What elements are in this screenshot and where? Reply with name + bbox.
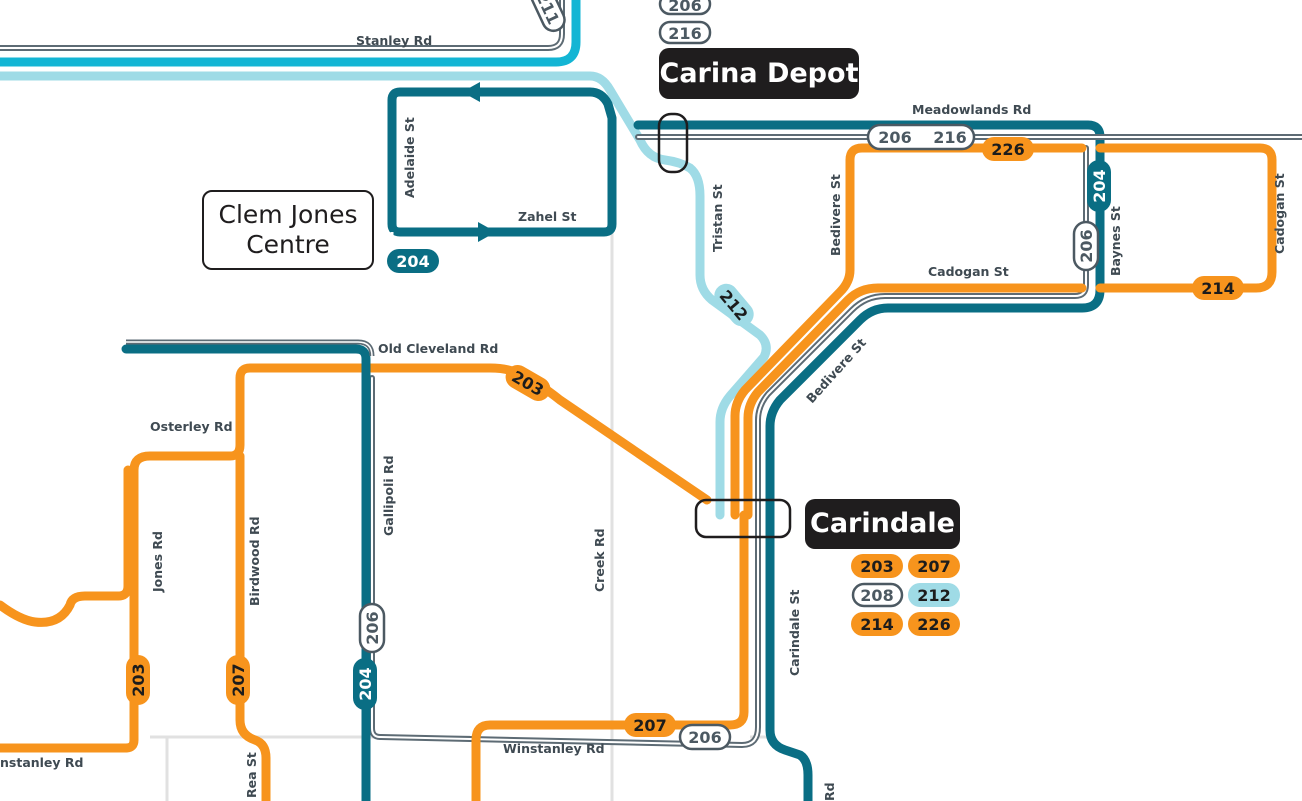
clem-jones-line2: Centre [246, 230, 330, 259]
badge-206-gallipoli [358, 602, 386, 654]
badge-carindale-214 [851, 612, 903, 636]
badge-206-baynes [1072, 220, 1100, 272]
street-winstanley-rd-west: nstanley Rd [0, 755, 83, 770]
badge-203-jones [126, 655, 150, 705]
svg-text:204: 204 [396, 252, 429, 271]
svg-text:208: 208 [860, 586, 893, 605]
badge-204-gallipoli [353, 658, 377, 710]
badge-204-clem [387, 249, 439, 273]
street-rea-st: Rea St [244, 752, 259, 798]
street-osterley-rd: Osterley Rd [150, 419, 233, 434]
street-rd-partial: Rd [822, 782, 837, 801]
svg-text:226: 226 [917, 615, 950, 634]
street-baynes-st: Baynes St [1108, 206, 1123, 276]
svg-text:203: 203 [860, 557, 893, 576]
badge-212-tristan [714, 283, 754, 327]
street-cadogan-st-east: Cadogan St [1272, 173, 1287, 254]
svg-text:216: 216 [933, 128, 966, 147]
badge-226-route [982, 137, 1034, 161]
street-birdwood-rd: Birdwood Rd [247, 516, 262, 606]
carindale-label: Carindale [805, 499, 960, 549]
svg-text:226: 226 [991, 140, 1024, 159]
street-old-cleveland-rd: Old Cleveland Rd [378, 341, 498, 356]
badge-204-baynes [1087, 160, 1111, 212]
svg-text:207: 207 [917, 557, 950, 576]
street-creek-rd: Creek Rd [592, 528, 607, 592]
badge-carindale-208 [851, 582, 904, 608]
svg-text:212: 212 [917, 586, 950, 605]
badge-203-old-cleveland [505, 365, 551, 401]
svg-text:207: 207 [633, 716, 666, 735]
svg-text:203: 203 [129, 663, 148, 696]
badge-207-winstanley [624, 713, 676, 737]
street-carindale-st: Carindale St [787, 590, 802, 676]
street-meadowlands-rd: Meadowlands Rd [912, 102, 1031, 117]
stanley-rd-corridor [0, 0, 771, 520]
svg-text:214: 214 [860, 615, 893, 634]
clem-jones-centre-label: Clem Jones Centre [202, 190, 374, 270]
svg-text:206: 206 [688, 728, 721, 747]
svg-text:206: 206 [1077, 229, 1096, 262]
badge-211 [530, 0, 566, 33]
svg-text:204: 204 [356, 667, 375, 700]
street-adelaide-st: Adelaide St [402, 117, 417, 198]
badge-206-top [658, 0, 712, 16]
street-cadogan-st-mid: Cadogan St [928, 264, 1009, 279]
svg-text:206: 206 [363, 611, 382, 644]
badge-carindale-207 [908, 554, 960, 578]
loop-arrows [462, 82, 496, 242]
street-tristan-st: Tristan St [710, 184, 725, 252]
street-winstanley-rd: Winstanley Rd [503, 741, 605, 756]
clem-jones-204-loop [121, 87, 617, 801]
street-jones-rd: Jones Rd [150, 531, 165, 593]
svg-text:206: 206 [878, 128, 911, 147]
carindale-stop-outline [694, 498, 792, 539]
svg-text:206: 206 [668, 0, 701, 15]
street-zahel-st: Zahel St [518, 209, 577, 224]
badge-carindale-226 [908, 612, 960, 636]
badge-207-birdwood [226, 655, 250, 705]
carina-depot-stop-outline [657, 112, 689, 174]
clem-jones-line1: Clem Jones [218, 200, 358, 229]
street-stanley-rd: Stanley Rd [356, 33, 432, 48]
svg-text:204: 204 [1090, 169, 1109, 202]
route-badges: 206 216 211 206 216 226 204 206 214 204 [126, 0, 1244, 751]
street-bedivere-st-north: Bedivere St [828, 174, 843, 256]
badge-206-winstanley [678, 723, 732, 751]
svg-text:214: 214 [1201, 279, 1234, 298]
svg-text:216: 216 [668, 24, 701, 43]
badge-206-216-meadowlands [866, 123, 976, 151]
badge-carindale-212 [908, 583, 960, 607]
svg-text:207: 207 [229, 663, 248, 696]
badge-carindale-203 [851, 554, 903, 578]
street-gallipoli-rd: Gallipoli Rd [381, 455, 396, 536]
carina-depot-label: Carina Depot [659, 48, 859, 99]
badge-216-top [658, 20, 712, 45]
badge-214-route [1192, 276, 1244, 300]
